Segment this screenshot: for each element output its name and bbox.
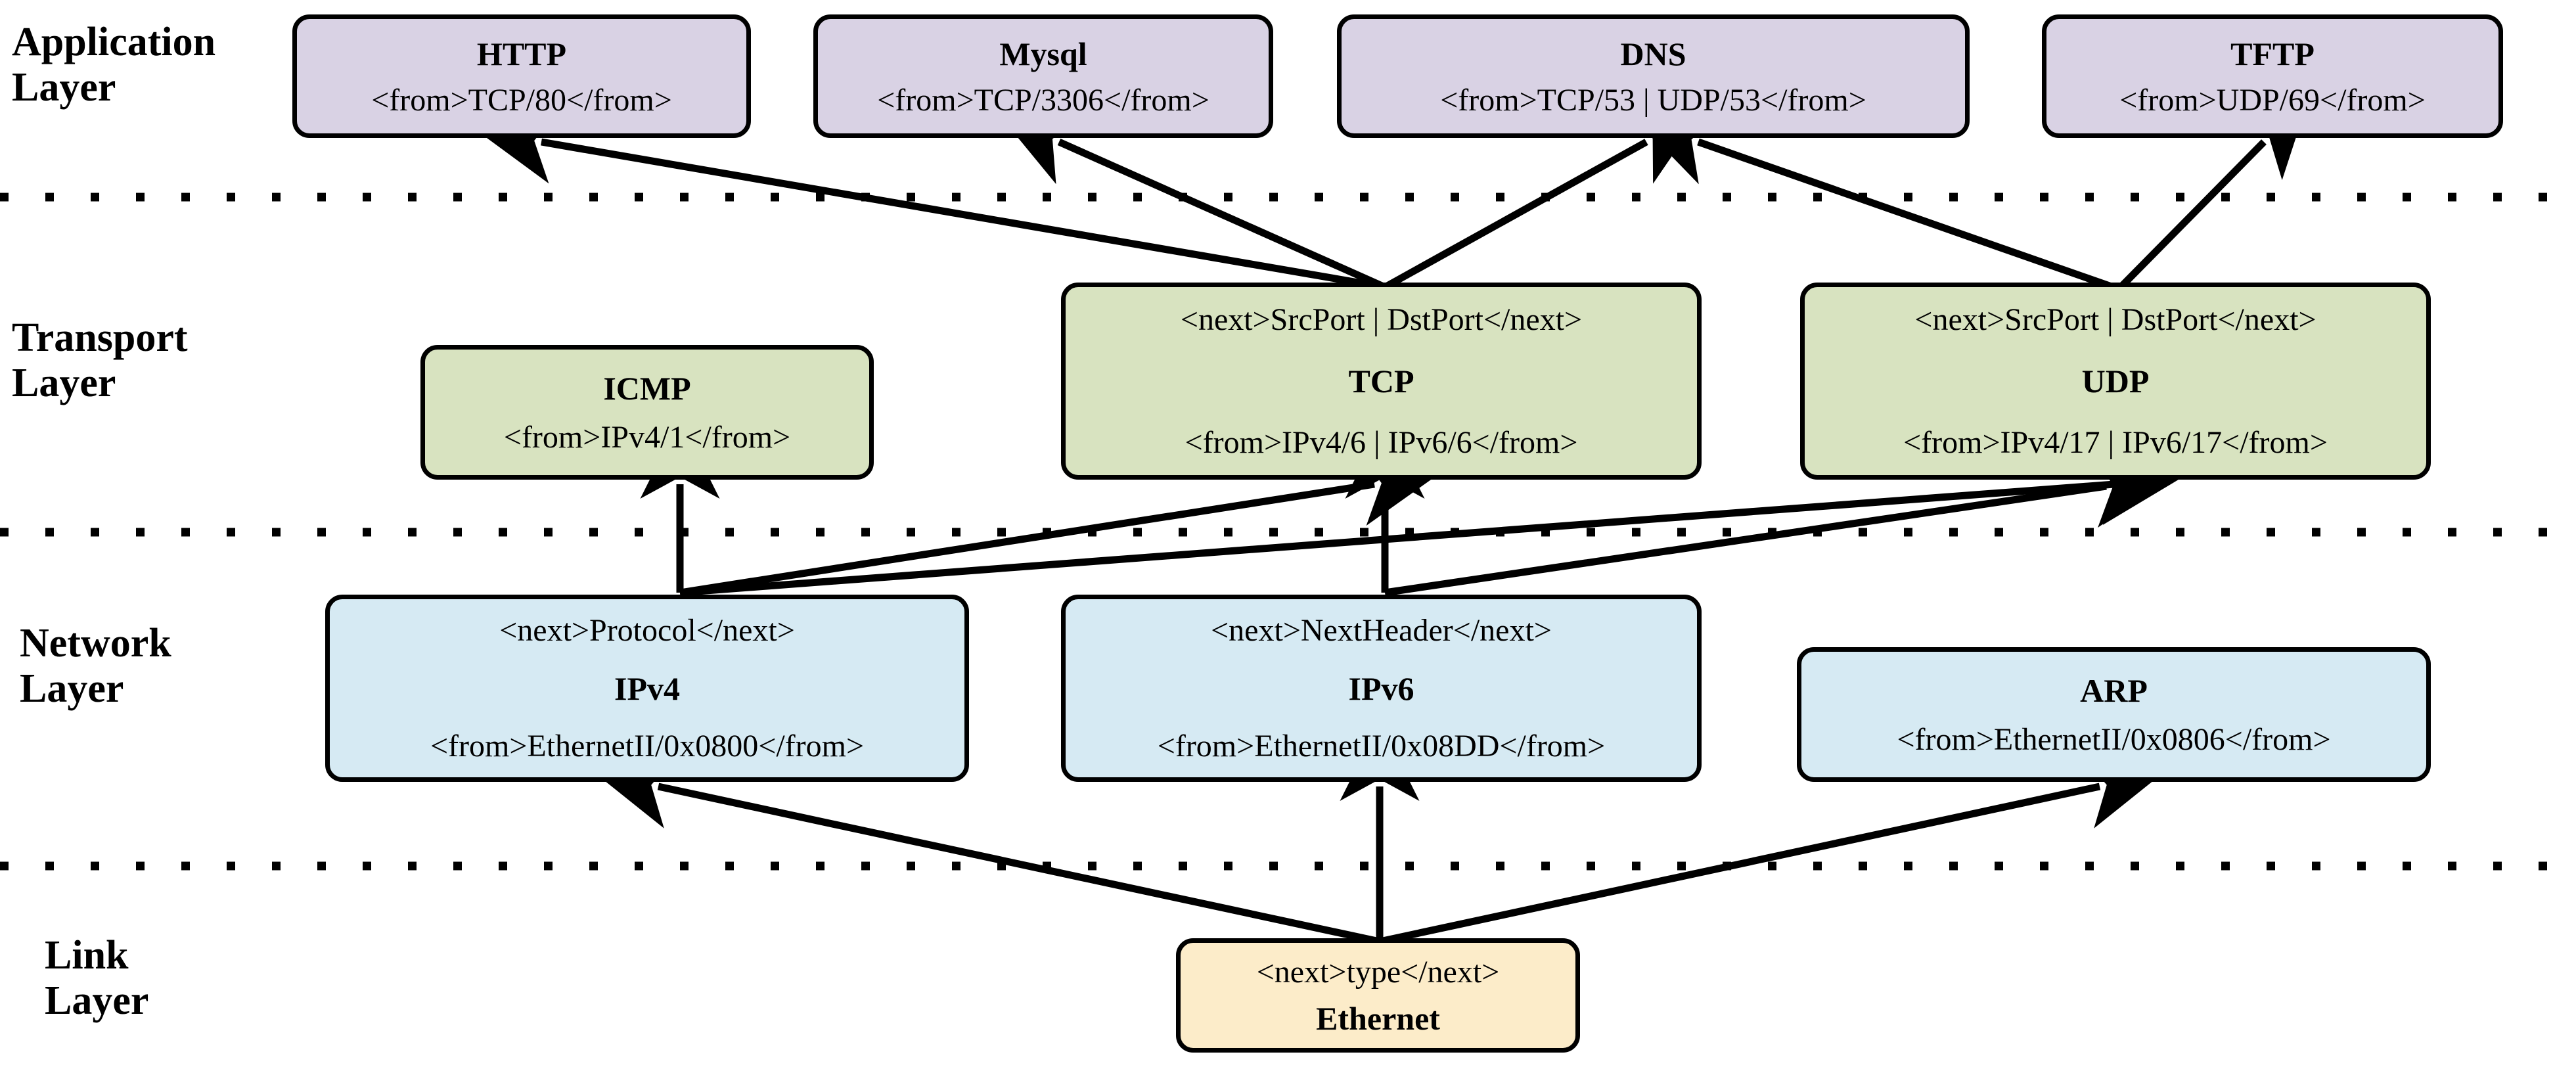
node-tftp-from-tag: <from>UDP/69</from> xyxy=(2119,82,2426,118)
node-ipv6-next-tag: <next>NextHeader</next> xyxy=(1211,613,1552,648)
node-tcp-name: TCP xyxy=(1348,363,1414,399)
node-icmp-from-tag: <from>IPv4/1</from> xyxy=(503,420,791,455)
node-ethernet-next-tag: <next>type</next> xyxy=(1256,954,1500,989)
node-ipv4-next-tag: <next>Protocol</next> xyxy=(499,613,795,648)
node-udp-next-tag: <next>SrcPort | DstPort</next> xyxy=(1914,302,2316,337)
node-mysql-from-tag: <from>TCP/3306</from> xyxy=(877,82,1209,118)
node-dns[interactable]: DNS <from>TCP/53 | UDP/53</from> xyxy=(1337,14,1970,138)
node-ipv6-name: IPv6 xyxy=(1348,670,1414,707)
layer-label-transport: Transport Layer xyxy=(12,315,188,406)
edge-tcp-to-http xyxy=(477,105,1386,291)
node-tcp-from-tag: <from>IPv4/6 | IPv6/6</from> xyxy=(1185,425,1578,460)
node-http-from-tag: <from>TCP/80</from> xyxy=(371,82,672,118)
edge-tcp-to-dns xyxy=(1383,110,1704,290)
node-arp-from-tag: <from>EthernetII/0x0806</from> xyxy=(1897,722,2331,757)
node-dns-name: DNS xyxy=(1620,35,1686,72)
node-ipv4-name: IPv4 xyxy=(614,670,680,707)
node-mysql-name: Mysql xyxy=(999,35,1087,72)
node-arp[interactable]: ARP <from>EthernetII/0x0806</from> xyxy=(1797,647,2431,782)
edge-ethernet-to-arp xyxy=(1378,750,2163,945)
edge-ethernet-to-ipv4 xyxy=(595,750,1381,945)
node-ethernet[interactable]: <next>type</next> Ethernet xyxy=(1176,938,1580,1053)
node-ipv4[interactable]: <next>Protocol</next> IPv4 <from>Etherne… xyxy=(325,595,969,782)
node-tcp-next-tag: <next>SrcPort | DstPort</next> xyxy=(1180,302,1583,337)
node-http[interactable]: HTTP <from>TCP/80</from> xyxy=(292,14,751,138)
layer-label-link: Link Layer xyxy=(45,933,149,1024)
edge-ipv4-to-udp xyxy=(679,445,2179,597)
edge-ipv6-to-udp xyxy=(1384,449,2171,597)
edge-udp-to-dns xyxy=(1637,109,2120,293)
node-tftp[interactable]: TFTP <from>UDP/69</from> xyxy=(2042,14,2503,138)
node-ethernet-name: Ethernet xyxy=(1316,999,1440,1037)
edge-udp-to-tftp xyxy=(2116,95,2310,292)
node-icmp[interactable]: ICMP <from>IPv4/1</from> xyxy=(420,345,874,480)
node-arp-name: ARP xyxy=(2080,672,2148,709)
node-udp-name: UDP xyxy=(2081,363,2150,399)
node-ipv4-from-tag: <from>EthernetII/0x0800</from> xyxy=(430,729,865,763)
node-dns-from-tag: <from>TCP/53 | UDP/53</from> xyxy=(1440,82,1866,118)
edge-tcp-to-mysql xyxy=(999,111,1387,291)
node-mysql[interactable]: Mysql <from>TCP/3306</from> xyxy=(813,14,1273,138)
node-tftp-name: TFTP xyxy=(2230,35,2315,72)
layer-label-application: Application Layer xyxy=(12,20,216,110)
edge-ipv4-to-tcp xyxy=(679,447,1439,597)
node-udp[interactable]: <next>SrcPort | DstPort</next> UDP <from… xyxy=(1800,283,2431,480)
layer-label-network: Network Layer xyxy=(20,621,171,712)
node-udp-from-tag: <from>IPv4/17 | IPv6/17</from> xyxy=(1903,425,2328,460)
node-tcp[interactable]: <next>SrcPort | DstPort</next> TCP <from… xyxy=(1061,283,1702,480)
node-icmp-name: ICMP xyxy=(603,370,691,407)
node-ipv6[interactable]: <next>NextHeader</next> IPv6 <from>Ether… xyxy=(1061,595,1702,782)
node-http-name: HTTP xyxy=(476,35,567,72)
node-ipv6-from-tag: <from>EthernetII/0x08DD</from> xyxy=(1157,729,1606,763)
